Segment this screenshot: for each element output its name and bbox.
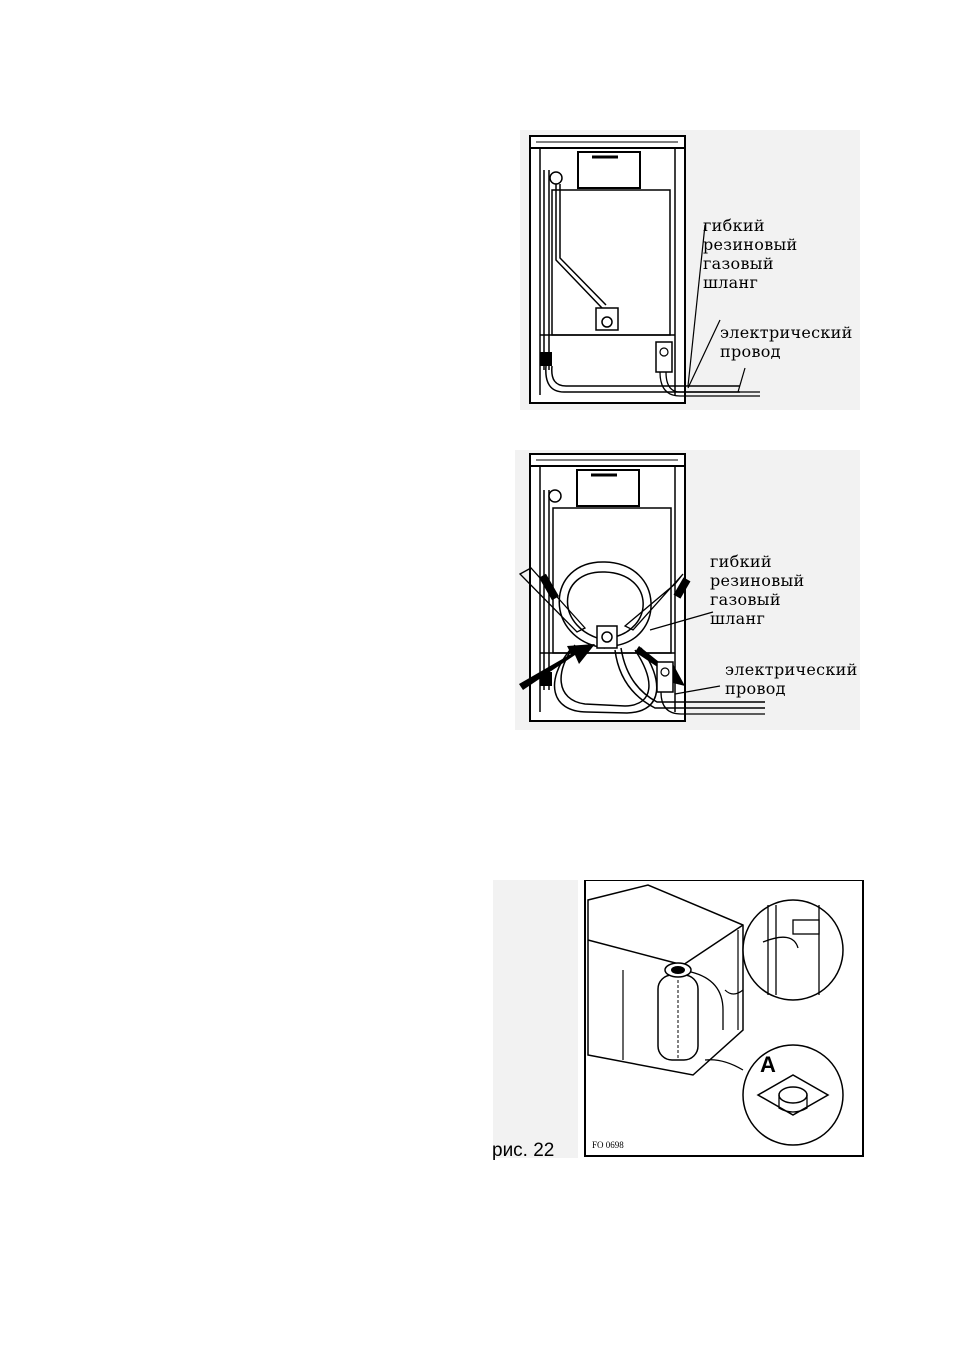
hose-label-2: гибкий резиновый газовый шланг (710, 552, 805, 628)
wire-label-1: электрический провод (720, 323, 853, 361)
figure-caption: рис. 22 (492, 1140, 554, 1162)
fridge-rear-drawing-1 (520, 130, 860, 410)
fridge-rear-diagram-1 (520, 130, 860, 410)
gas-cylinder-illustration (493, 880, 865, 1158)
gas-cylinder-drawing (493, 880, 865, 1158)
hose-label-1: гибкий резиновый газовый шланг (703, 216, 798, 292)
wire-label-2: электрический провод (725, 660, 858, 698)
callout-a-label: A (760, 1052, 776, 1078)
figure-code: FO 0698 (592, 1140, 624, 1150)
